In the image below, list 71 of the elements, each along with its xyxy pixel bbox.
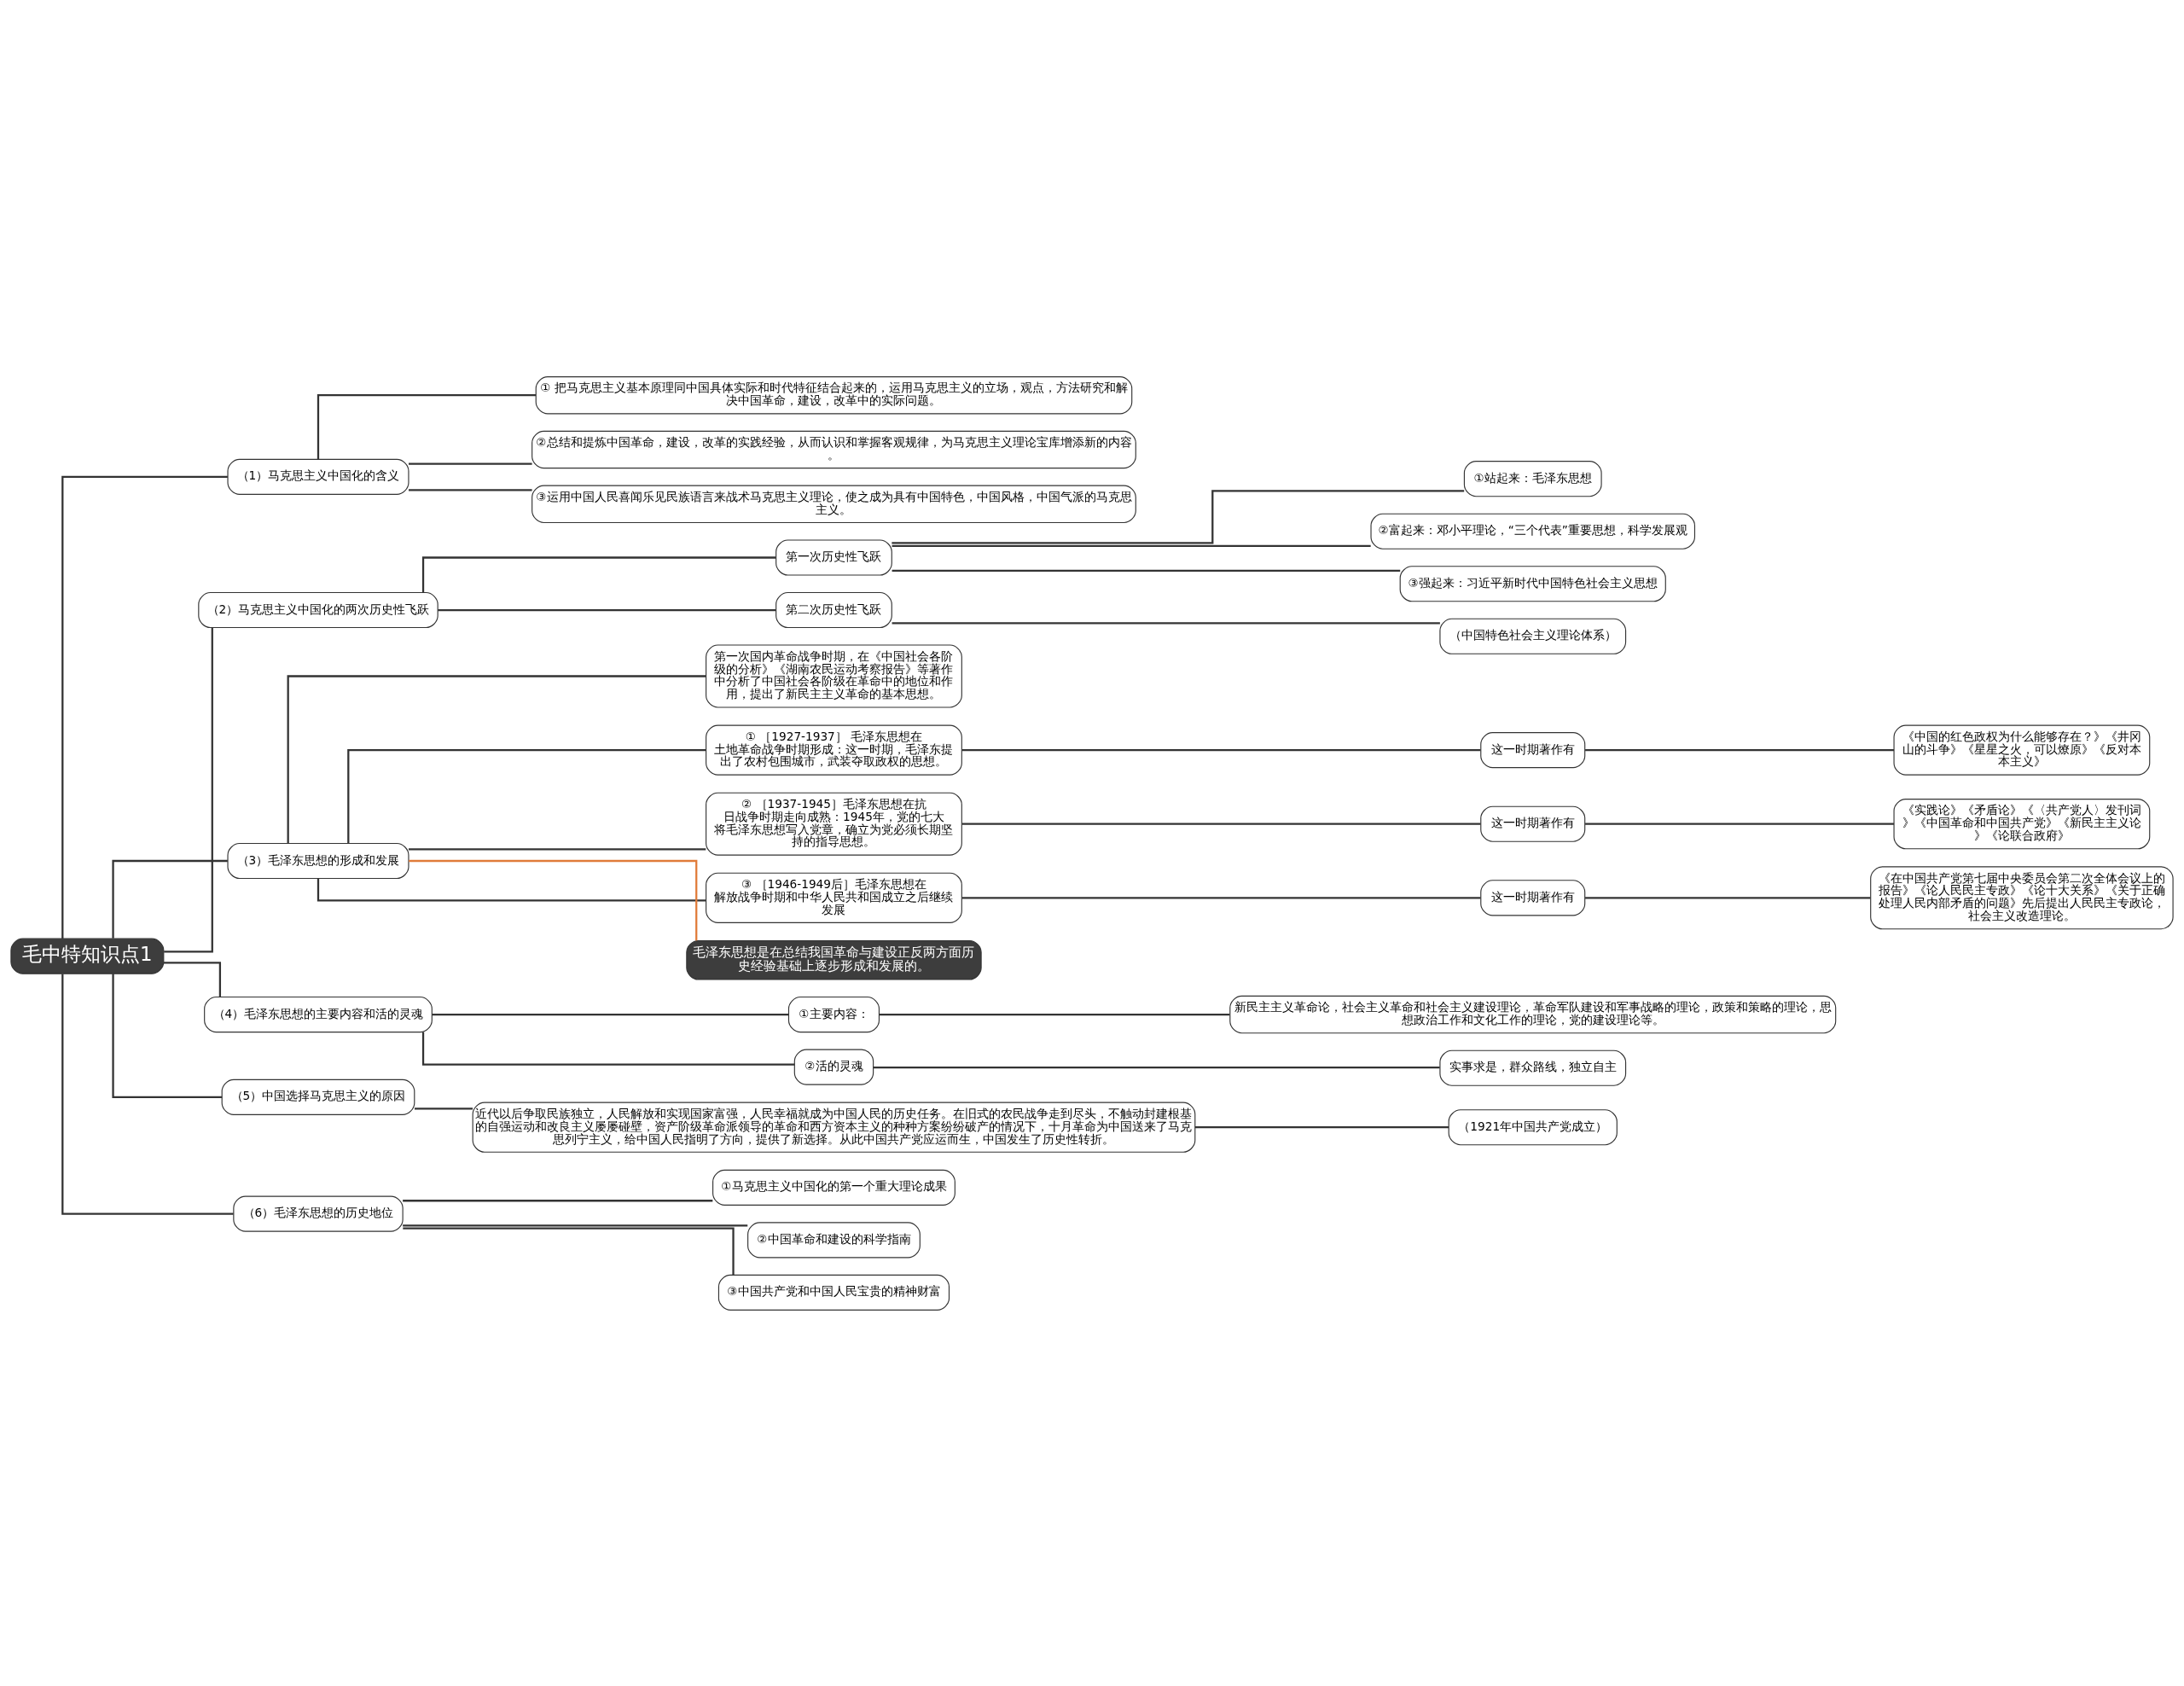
- connector: [961, 748, 1481, 751]
- connector: [415, 1107, 473, 1109]
- connector: [61, 973, 234, 1215]
- connector: [873, 1066, 1440, 1068]
- node-box: ①主要内容：: [787, 996, 880, 1032]
- node-box: 第二次历史性飞跃: [775, 591, 892, 628]
- node-box: ①马克思主义中国化的第一个重大理论成果: [712, 1169, 956, 1206]
- node-box: 近代以后争取民族独立，人民解放和实现国家富强，人民幸福就成为中国人民的历史任务。在旧式的农民战争走到尽头，不触动封建根基的自强运动和改良主义屡屡碰壁，资产阶级革命派领导的革命和西方资本主义的种种方案纷纷破产的情况下，十月革命为中国送来了马克思列宁主义，给中国人民指明了方向，提供了新选择。从此中国共产党应运而生，中国发生了历史性转折。: [472, 1102, 1196, 1153]
- connector: [408, 462, 532, 465]
- node-box: （3）毛泽东思想的形成和发展: [227, 842, 410, 879]
- connector: [892, 569, 1401, 572]
- node-box: ②富起来：邓小平理论，“三个代表”重要思想，科学发展观: [1370, 513, 1696, 549]
- connector: [408, 488, 532, 491]
- connector: [438, 608, 776, 611]
- node-box: 第一次历史性飞跃: [775, 538, 892, 576]
- node-box: （2）马克思主义中国化的两次历史性飞跃: [198, 591, 439, 628]
- connector: [879, 1013, 1230, 1015]
- node-box: （4）毛泽东思想的主要内容和活的灵魂: [204, 996, 433, 1032]
- connector: [403, 1227, 735, 1275]
- node-box: （6）毛泽东思想的历史地位: [233, 1195, 404, 1232]
- node-box: 实事求是，群众路线，独立自主: [1439, 1049, 1627, 1086]
- connector: [1194, 1125, 1449, 1128]
- node-box: 《中国的红色政权为什么能够存在？》《井冈山的斗争》《星星之火，可以燎原》《反对本本主义》: [1893, 724, 2151, 776]
- node-box: ③ ［1946-1949后］毛泽东思想在解放战争时期和中华人民共和国成立之后继续发展: [706, 872, 962, 923]
- node-box: ① 把马克思主义基本原理同中国具体实际和时代特征结合起来的，运用马克思主义的立场，观点，方法研究和解决中国革命，建设，改革中的实际问题。: [535, 375, 1133, 414]
- node-box: 这一时期著作有: [1480, 879, 1586, 916]
- node-box: 《在中国共产党第七届中央委员会第二次全体会议上的报告》《论人民民主专政》《论十大关系》《关于正确处理人民内部矛盾的问题》先后提出人民民主专政论，社会主义改造理论。: [1870, 865, 2174, 929]
- connector: [347, 748, 706, 843]
- connector: [403, 1199, 713, 1201]
- node-box: （5）中国选择马克思主义的原因: [221, 1078, 415, 1115]
- connector: [892, 621, 1440, 625]
- node-box: （1921年中国共产党成立）: [1448, 1108, 1618, 1145]
- connector: [961, 896, 1481, 898]
- node-box: ③强起来：习近平新时代中国特色社会主义思想: [1399, 565, 1666, 602]
- connector: [1585, 823, 1894, 825]
- connector: [287, 674, 706, 843]
- connector: [112, 859, 228, 939]
- connector: [1585, 748, 1894, 751]
- connector: [164, 627, 213, 952]
- connector: [892, 489, 1465, 544]
- connector: [163, 961, 222, 997]
- node-box: ① ［1927-1937］ 毛泽东思想在土地革命战争时期形成：这一时期，毛泽东提出了农村包围城市，武装夺取政权的思想。: [706, 724, 962, 776]
- node-box: ②中国革命和建设的科学指南: [747, 1221, 921, 1258]
- node-box: 毛中特知识点1: [10, 938, 165, 974]
- node-box: 第一次国内革命战争时期，在《中国社会各阶级的分析》《湖南农民运动考察报告》等著作中分析了中国社会各阶级在革命中的地位和作用，提出了新民主主义革命的基本思想。: [706, 643, 962, 708]
- node-box: 这一时期著作有: [1480, 731, 1586, 768]
- node-box: ②活的灵魂: [793, 1049, 874, 1085]
- node-box: 《实践论》《矛盾论》《〈共产党人〉发刊词》《中国革命和中国共产党》《新民主主义论》《论联合政府》: [1893, 798, 2151, 849]
- connector: [409, 859, 698, 940]
- connector: [421, 555, 776, 592]
- node-box: 新民主主义革命论，社会主义革命和社会主义建设理论，革命军队建设和军事战略的理论，政策和策略的理论，思想政治工作和文化工作的理论，党的建设理论等。: [1229, 995, 1837, 1033]
- connector: [61, 475, 228, 939]
- node-box: ①站起来：毛泽东思想: [1463, 460, 1602, 497]
- connector: [1585, 896, 1871, 898]
- connector: [408, 847, 706, 850]
- connector: [112, 973, 223, 1098]
- connector: [421, 1032, 795, 1066]
- connector: [961, 823, 1481, 825]
- connector: [892, 544, 1371, 547]
- connector: [317, 393, 537, 459]
- connector: [432, 1013, 789, 1015]
- node-box: ③中国共产党和中国人民宝贵的精神财富: [717, 1274, 950, 1311]
- node-box: 毛泽东思想是在总结我国革命与建设正反两方面历史经验基础上逐步形成和发展的。: [686, 939, 982, 980]
- node-box: （1）马克思主义中国化的含义: [227, 458, 410, 495]
- node-box: 这一时期著作有: [1480, 805, 1586, 842]
- node-box: ②总结和提炼中国革命，建设，改革的实践经验，从而认识和掌握客观规律，为马克思主义理论宝库增添新的内容。: [531, 430, 1136, 468]
- connector: [403, 1224, 748, 1226]
- node-box: ② ［1937-1945］毛泽东思想在抗日战争时期走向成熟：1945年，党的七大将毛泽东思想写入党章，确立为党必须长期坚持的指导思想。: [706, 792, 962, 856]
- node-box: ③运用中国人民喜闻乐见民族语言来战术马克思主义理论，使之成为具有中国特色，中国风格，中国气派的马克思主义。: [531, 485, 1136, 523]
- connector: [317, 878, 706, 902]
- node-box: （中国特色社会主义理论体系）: [1439, 618, 1627, 654]
